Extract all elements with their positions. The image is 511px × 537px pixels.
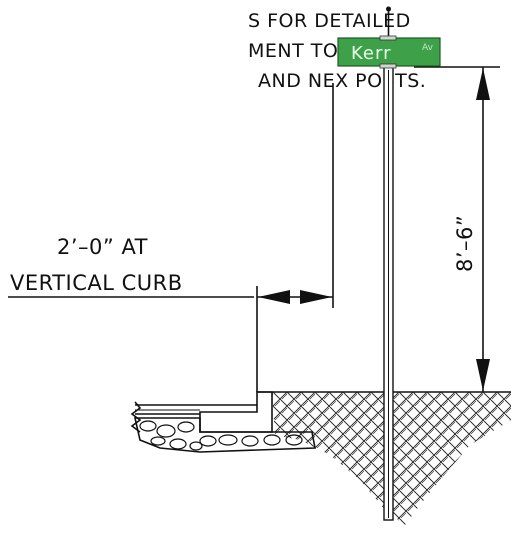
street-sign-suffix: Av xyxy=(422,43,434,53)
offset-dimension-arrows xyxy=(257,290,333,304)
sign-post xyxy=(383,6,394,521)
street-name-sign: Kerr Av xyxy=(337,35,441,69)
offset-dimension-line-1: 2’–0” AT xyxy=(57,235,148,259)
note-line-1: S FOR DETAILED xyxy=(248,10,411,32)
street-sign-name: Kerr xyxy=(351,43,391,64)
curb-section xyxy=(130,391,316,453)
note-line-3: AND NEX POSTS. xyxy=(258,70,426,92)
height-dimension-arrows xyxy=(476,67,490,392)
offset-dimension-line-2: VERTICAL CURB xyxy=(10,271,183,295)
height-dimension-label: 8’–6” xyxy=(453,215,477,272)
